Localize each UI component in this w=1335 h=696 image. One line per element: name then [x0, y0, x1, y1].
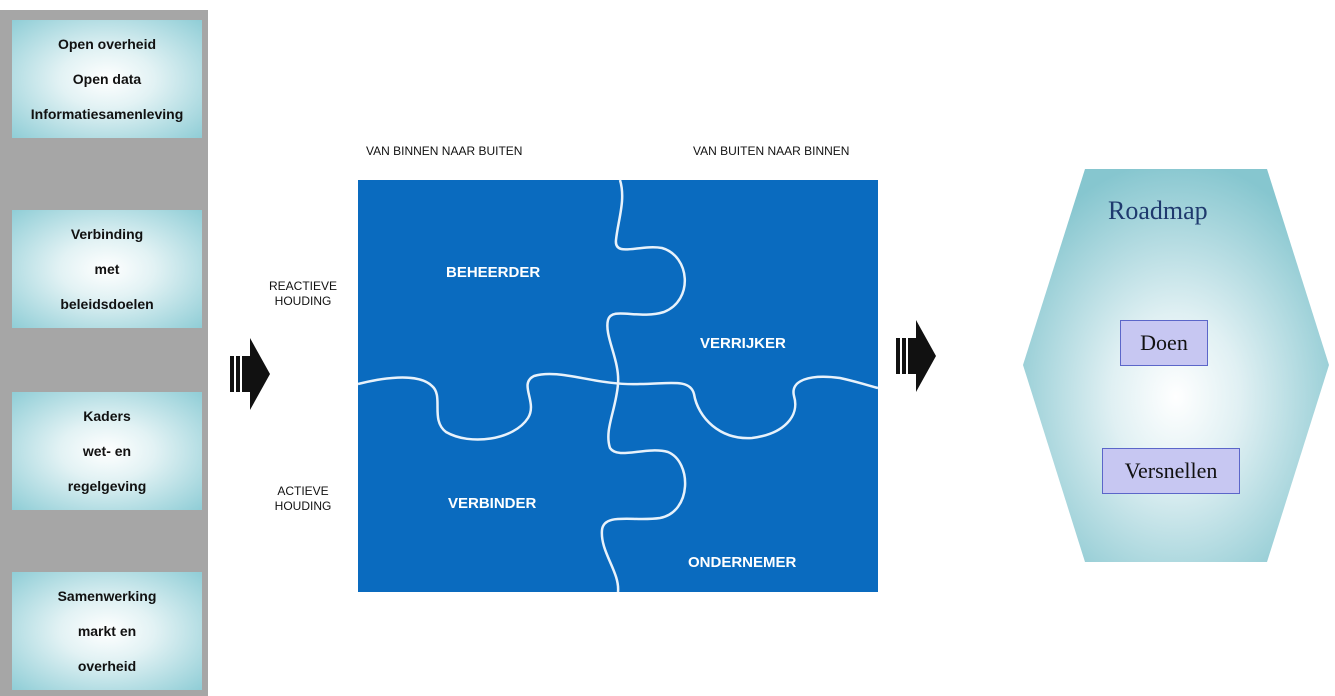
puzzle-seam-horizontal: [357, 372, 879, 441]
theme-line: met: [94, 260, 120, 277]
puzzle-piece-verrijker: VERRIJKER: [700, 335, 786, 352]
roadmap-item-doen: Doen: [1120, 320, 1208, 366]
theme-line: beleidsdoelen: [60, 296, 154, 313]
roadmap-item-versnellen: Versnellen: [1102, 448, 1240, 494]
theme-line: Samenwerking: [57, 587, 157, 604]
axis-label-active: ACTIEVE HOUDING: [274, 484, 332, 513]
puzzle-background: [358, 180, 878, 592]
theme-line: Open overheid: [57, 35, 157, 52]
theme-line: Kaders: [83, 407, 131, 424]
roadmap-title: Roadmap: [1108, 196, 1208, 225]
axis-label-reactive: REACTIEVE HOUDING: [268, 279, 337, 308]
theme-box-regelgeving: Kaders wet- en regelgeving: [12, 392, 202, 510]
theme-box-samenwerking: Samenwerking markt en overheid: [12, 572, 202, 690]
theme-line: Informatiesamenleving: [30, 106, 184, 123]
axis-label-top-left: VAN BINNEN NAAR BUITEN: [366, 144, 523, 158]
sidebar-panel: Open overheid Open data Informatiesamenl…: [0, 10, 208, 696]
puzzle-piece-verbinder: VERBINDER: [448, 495, 537, 512]
theme-line: markt en: [77, 622, 137, 639]
theme-line: wet- en: [82, 442, 132, 459]
puzzle-piece-beheerder: BEHEERDER: [446, 264, 541, 281]
axis-label-top-right: VAN BUITEN NAAR BINNEN: [693, 144, 850, 158]
theme-line: regelgeving: [67, 478, 147, 495]
theme-box-beleidsdoelen: Verbinding met beleidsdoelen: [12, 210, 202, 328]
theme-line: Verbinding: [70, 225, 144, 242]
theme-line: overheid: [77, 658, 137, 675]
puzzle-seam-vertical: [600, 179, 687, 593]
puzzle-piece-ondernemer: ONDERNEMER: [688, 554, 797, 571]
theme-box-open-data: Open overheid Open data Informatiesamenl…: [12, 20, 202, 138]
theme-line: Open data: [72, 70, 142, 87]
arrow-right-icon: [230, 338, 270, 410]
arrow-right-icon: [896, 320, 936, 392]
